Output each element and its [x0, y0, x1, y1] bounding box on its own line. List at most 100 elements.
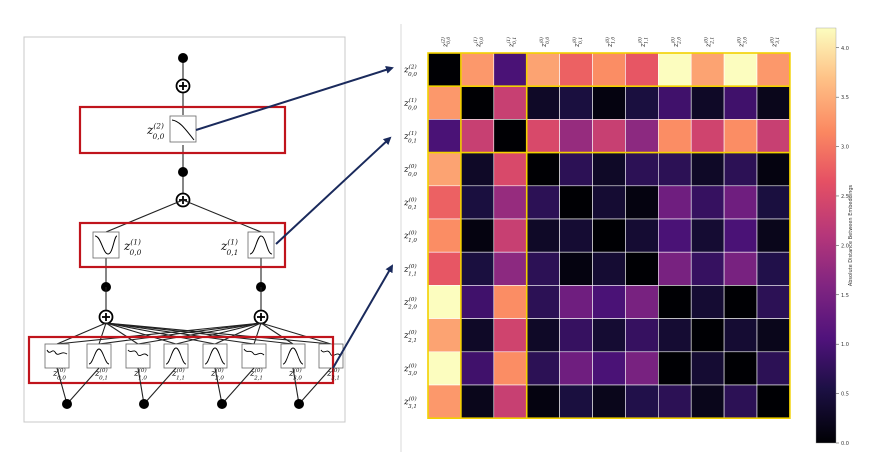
heatmap-cell — [493, 318, 527, 353]
colorbar-tick-label: 4.0 — [841, 46, 849, 52]
heatmap-cell — [592, 285, 626, 319]
heatmap-cell — [723, 218, 758, 253]
heatmap-cell — [460, 318, 495, 353]
heatmap-cell — [493, 251, 527, 286]
heatmap-cell — [460, 351, 495, 386]
mapping-arrow — [332, 264, 394, 369]
colorbar-tick-label: 1.5 — [841, 293, 849, 299]
mapping-arrow — [195, 65, 394, 131]
heatmap-cell — [526, 218, 560, 253]
heatmap-cell — [559, 318, 593, 353]
heatmap-cell — [690, 185, 725, 220]
mapping-arrows — [195, 65, 394, 369]
heatmap-cell — [657, 85, 692, 120]
bottom-node-label: z(0)2,0 — [210, 367, 224, 382]
bottom-node-label: z(0)0,0 — [52, 367, 66, 382]
edge — [253, 322, 262, 345]
heatmap-cell — [657, 351, 692, 386]
edge — [56, 322, 107, 345]
heatmap-cell — [592, 152, 626, 187]
heatmap-cell — [592, 85, 626, 120]
heatmap-cell — [625, 251, 659, 286]
activation-curve — [249, 235, 273, 255]
heatmap-cell — [493, 52, 527, 87]
heatmap-cell — [723, 119, 758, 153]
heatmap-cell — [723, 384, 758, 419]
heatmap-cell — [756, 351, 791, 386]
heatmap-cell — [427, 318, 462, 353]
heatmap-cell — [625, 152, 659, 187]
heatmap-cell — [592, 185, 626, 220]
row-tick-label: z(0)3,1 — [403, 396, 417, 411]
heatmap-cell — [657, 251, 692, 286]
heatmap-cell — [723, 351, 758, 386]
heatmap-cell — [592, 52, 626, 87]
heatmap-cell — [723, 285, 758, 319]
input-node — [62, 399, 72, 409]
heatmap-cell — [756, 285, 791, 319]
column-tick-label: z(0)3,0 — [737, 37, 748, 48]
heatmap-cell — [690, 251, 725, 286]
row-tick-label: z(1)0,0 — [403, 97, 417, 112]
heatmap-cell — [723, 152, 758, 187]
heatmap-cell — [723, 185, 758, 220]
hidden-node — [178, 167, 188, 177]
heatmap-cell — [690, 152, 725, 187]
activation-curve — [204, 347, 226, 365]
edge — [214, 367, 223, 405]
heatmap-cell — [625, 384, 659, 419]
heatmap-cell — [493, 152, 527, 187]
column-tick-label: z(0)3,1 — [770, 37, 781, 48]
heatmap-cell — [526, 152, 560, 187]
heatmap-cell — [427, 52, 462, 87]
activation-box — [86, 343, 112, 369]
heatmap-cell — [427, 251, 462, 286]
heatmap-cell — [427, 119, 462, 153]
edge — [214, 322, 262, 345]
edge — [105, 322, 177, 345]
heatmap-cell — [559, 384, 593, 419]
highlight-box-bottom — [27, 335, 335, 385]
heatmap-cell — [526, 351, 560, 386]
heatmap-cell — [427, 85, 462, 120]
highlight-box-top — [78, 105, 287, 155]
heatmap-cell — [427, 285, 462, 319]
heatmap-cell — [427, 185, 462, 220]
heatmap-cell — [625, 185, 659, 220]
column-tick-label: z(1)0,1 — [507, 37, 518, 48]
heatmap-cell — [756, 152, 791, 187]
heatmap-cell — [526, 318, 560, 353]
heatmap-cell — [756, 384, 791, 419]
heatmap-cell — [592, 218, 626, 253]
heatmap-cell — [460, 384, 495, 419]
heatmap-cell — [460, 85, 495, 120]
column-tick-label: z(0)1,0 — [606, 37, 617, 48]
heatmap-cell — [427, 152, 462, 187]
heatmap-cell — [460, 218, 495, 253]
colorbar-label: Absolute Distance Between Embeddings — [848, 184, 854, 286]
heatmap-cell — [460, 251, 495, 286]
heatmap-cell — [559, 251, 593, 286]
colorbar-tick-label: 2.5 — [841, 194, 849, 200]
row-tick-label: z(1)0,1 — [403, 130, 417, 145]
heatmap-cell — [526, 185, 560, 220]
heatmap-cell — [460, 152, 495, 187]
heatmap-cell — [657, 119, 692, 153]
heatmap-cell — [559, 85, 593, 120]
edge — [105, 322, 255, 345]
heatmap-cell — [427, 384, 462, 419]
column-tick-label: z(1)0,0 — [474, 37, 485, 48]
activation-curve — [165, 347, 187, 365]
edge — [105, 322, 294, 345]
heatmap-cell — [657, 318, 692, 353]
heatmap-cell — [657, 52, 692, 87]
bottom-node-label: z(0)1,0 — [133, 367, 147, 382]
heatmap-cell — [427, 218, 462, 253]
heatmap-cell — [756, 185, 791, 220]
bottom-node-label: z(0)2,1 — [249, 367, 263, 382]
heatmap-cell — [625, 218, 659, 253]
activation-curve — [94, 235, 118, 255]
heatmap-cell — [559, 119, 593, 153]
